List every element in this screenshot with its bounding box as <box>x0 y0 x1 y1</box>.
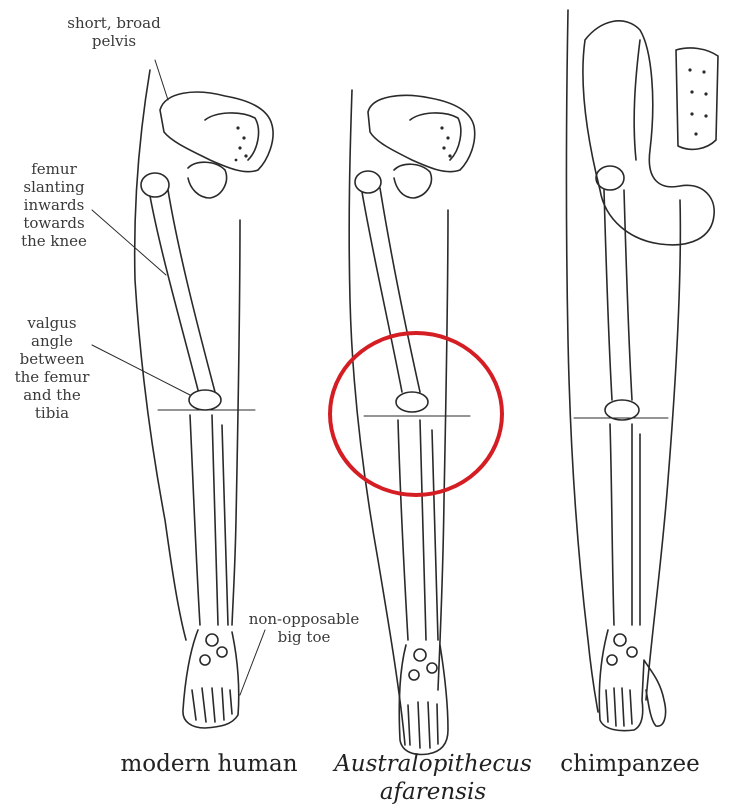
chimp-body-outline <box>565 9 599 713</box>
femur-leader <box>91 209 167 276</box>
valgus-leader <box>91 344 191 396</box>
human-leg-skeleton <box>133 69 274 729</box>
annotation-leaders <box>91 59 266 696</box>
caption-chimpanzee: chimpanzee <box>560 751 700 777</box>
annotation-femur: femur slanting inwards towards the knee <box>21 160 87 250</box>
annotation-valgus: valgus angle between the femur and the t… <box>14 314 90 422</box>
afarensis-leg-skeleton <box>348 89 476 756</box>
annotation-pelvis: short, broad pelvis <box>67 14 161 50</box>
afarensis-body-outline <box>348 89 406 746</box>
afarensis-femur <box>361 187 421 393</box>
afarensis-foot <box>398 644 449 756</box>
caption-modern-human: modern human <box>120 751 298 777</box>
caption-afarensis-species: afarensis <box>379 779 487 805</box>
afarensis-fibula <box>431 429 439 641</box>
chimp-tibia <box>609 423 633 626</box>
chimp-femur <box>603 189 633 401</box>
knee-highlight-circle <box>328 331 504 497</box>
human-body-outline <box>133 69 187 641</box>
human-femur <box>149 189 216 393</box>
annotation-toe: non-opposable big toe <box>248 610 360 646</box>
pelvis-leader <box>154 59 169 101</box>
chimp-leg-skeleton <box>565 9 719 732</box>
human-tibia <box>189 414 219 626</box>
chimp-sacrum <box>675 47 719 151</box>
afarensis-tibia <box>397 419 427 641</box>
human-pelvis <box>159 91 274 173</box>
caption-afarensis-genus: Australopithecus <box>334 751 532 777</box>
human-foot <box>182 629 240 729</box>
human-fibula <box>221 424 229 626</box>
chimp-foot <box>598 629 667 732</box>
chimp-pelvis <box>582 20 715 246</box>
afarensis-pelvis <box>367 94 476 173</box>
toe-leader <box>239 629 266 696</box>
